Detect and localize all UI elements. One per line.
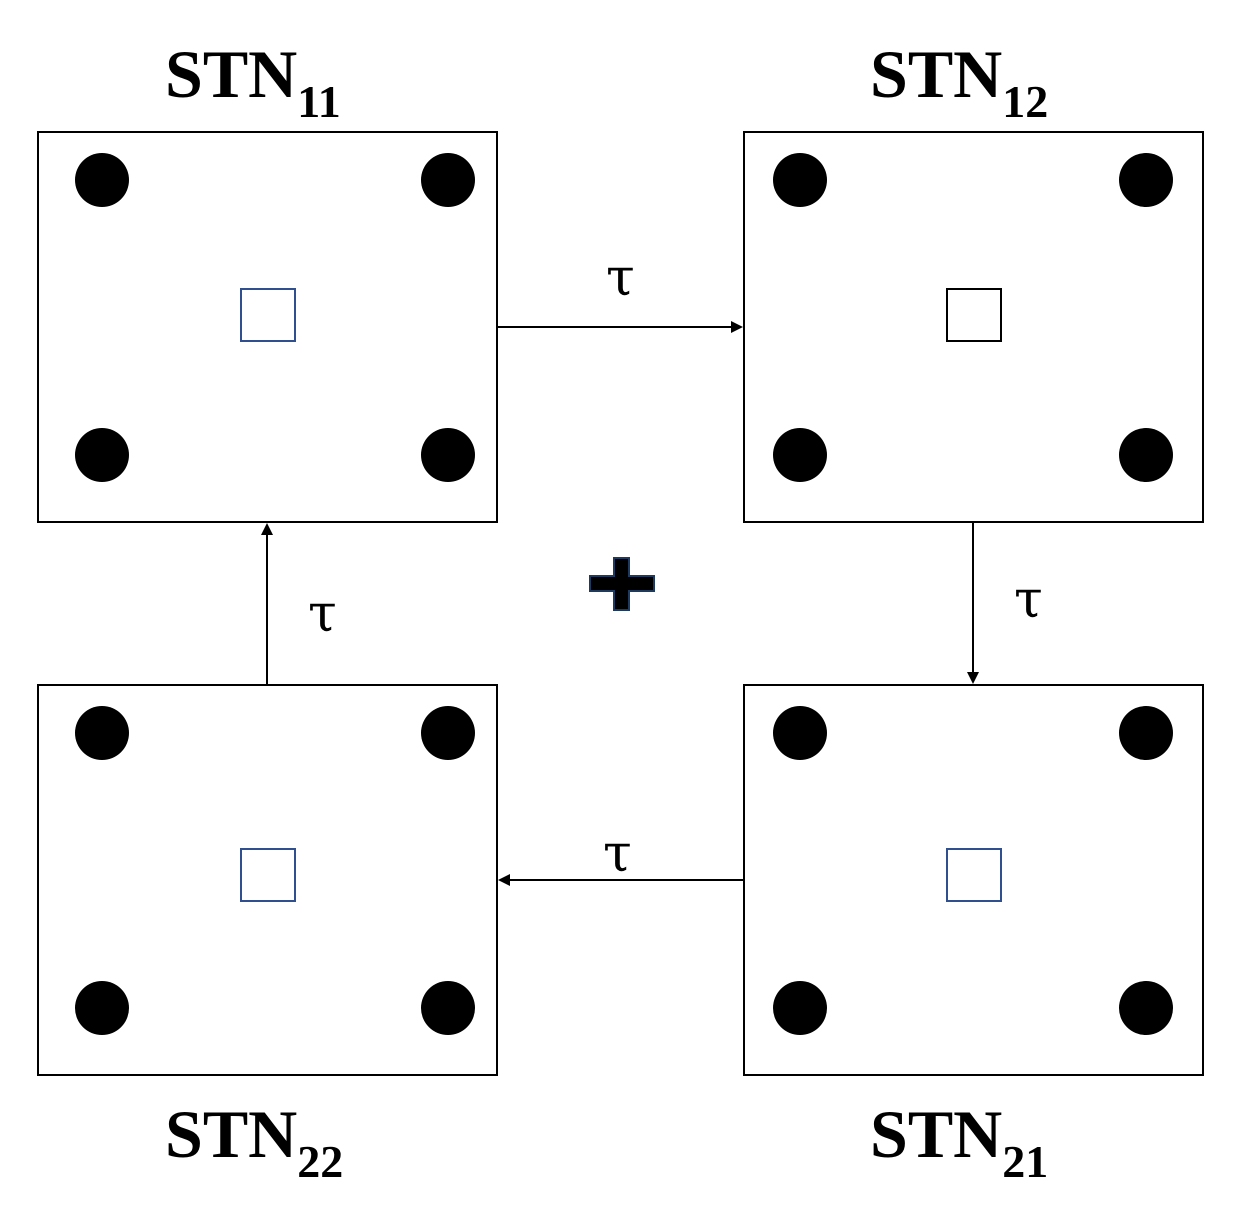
corner-dot xyxy=(421,153,475,207)
corner-dot xyxy=(75,706,129,760)
label-stn21: STN21 xyxy=(870,1096,1049,1187)
corner-dot xyxy=(421,428,475,482)
tau-label-stn11-stn12: τ xyxy=(606,248,635,308)
corner-dot xyxy=(75,153,129,207)
center-square xyxy=(946,848,1002,902)
corner-dot xyxy=(1119,428,1173,482)
plus-icon xyxy=(589,557,655,611)
center-square xyxy=(240,288,296,342)
node-box-stn21 xyxy=(743,684,1204,1076)
node-box-stn22 xyxy=(37,684,498,1076)
corner-dot xyxy=(1119,981,1173,1035)
label-stn22: STN22 xyxy=(165,1096,344,1187)
corner-dot xyxy=(1119,706,1173,760)
corner-dot xyxy=(1119,153,1173,207)
corner-dot xyxy=(773,428,827,482)
node-box-stn12 xyxy=(743,131,1204,523)
corner-dot xyxy=(421,981,475,1035)
corner-dot xyxy=(773,153,827,207)
corner-dot xyxy=(773,981,827,1035)
corner-dot xyxy=(773,706,827,760)
tau-label-stn22-stn11: τ xyxy=(308,584,337,644)
node-box-stn11 xyxy=(37,131,498,523)
label-stn12: STN12 xyxy=(870,36,1049,127)
center-square xyxy=(240,848,296,902)
tau-label-stn21-stn22: τ xyxy=(603,824,632,884)
center-square xyxy=(946,288,1002,342)
corner-dot xyxy=(75,428,129,482)
corner-dot xyxy=(75,981,129,1035)
tau-label-stn12-stn21: τ xyxy=(1014,570,1043,630)
corner-dot xyxy=(421,706,475,760)
label-stn11: STN11 xyxy=(165,36,341,127)
